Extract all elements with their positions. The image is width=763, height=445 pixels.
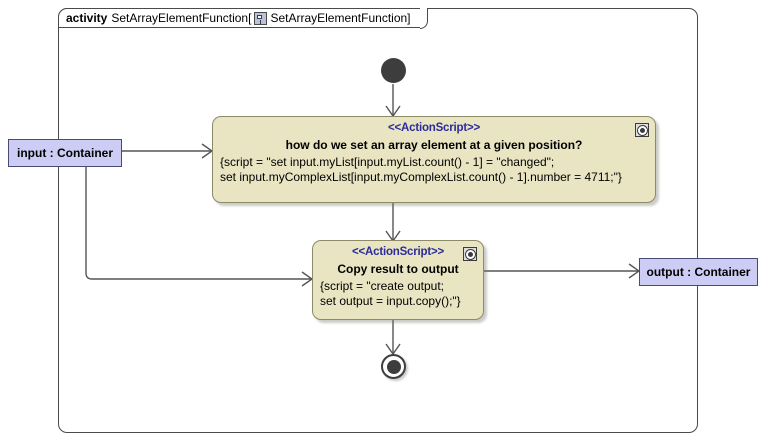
action-script-icon[interactable] — [463, 247, 477, 261]
action-script-icon[interactable] — [635, 123, 649, 137]
frame-qualified-name: SetArrayElementFunction — [270, 11, 408, 25]
action-node-set-array-element[interactable]: <<ActionScript>> how do we set an array … — [212, 116, 656, 203]
action2-body-line-1: {script = "create output; — [320, 279, 444, 293]
output-parameter-label: output : Container — [646, 265, 751, 279]
action1-body: {script = "set input.myList[input.myList… — [213, 155, 655, 185]
activity-parameter-output[interactable]: output : Container — [639, 258, 758, 286]
final-node-inner — [386, 359, 401, 374]
action2-stereotype: <<ActionScript>> — [351, 246, 445, 258]
frame-bracket-open: [ — [248, 11, 252, 25]
action2-body-line-2: set output = input.copy();"} — [320, 294, 461, 308]
action1-body-line-2: set input.myComplexList[input.myComplexL… — [220, 170, 622, 184]
initial-node[interactable] — [381, 58, 406, 83]
model-element-icon — [254, 11, 268, 25]
activity-frame-header: activity SetArrayElementFunction [ SetAr… — [58, 8, 428, 29]
frame-keyword: activity — [66, 11, 108, 25]
input-parameter-label: input : Container — [17, 146, 113, 160]
action-script-glyph — [465, 249, 475, 259]
activity-final-node[interactable] — [381, 354, 406, 379]
action1-body-line-1: {script = "set input.myList[input.myList… — [220, 155, 555, 169]
action2-body: {script = "create output; set output = i… — [313, 279, 483, 309]
action-script-glyph — [637, 125, 647, 135]
activity-frame — [58, 8, 698, 433]
frame-bracket-close: ] — [407, 11, 411, 25]
activity-parameter-input[interactable]: input : Container — [8, 139, 122, 167]
action2-title: Copy result to output — [337, 262, 459, 276]
frame-activity-name: SetArrayElementFunction — [111, 11, 249, 25]
action-node-copy-result-to-output[interactable]: <<ActionScript>> Copy result to output {… — [312, 240, 484, 320]
action1-stereotype: <<ActionScript>> — [387, 122, 481, 134]
action1-title: how do we set an array element at a give… — [285, 138, 583, 152]
